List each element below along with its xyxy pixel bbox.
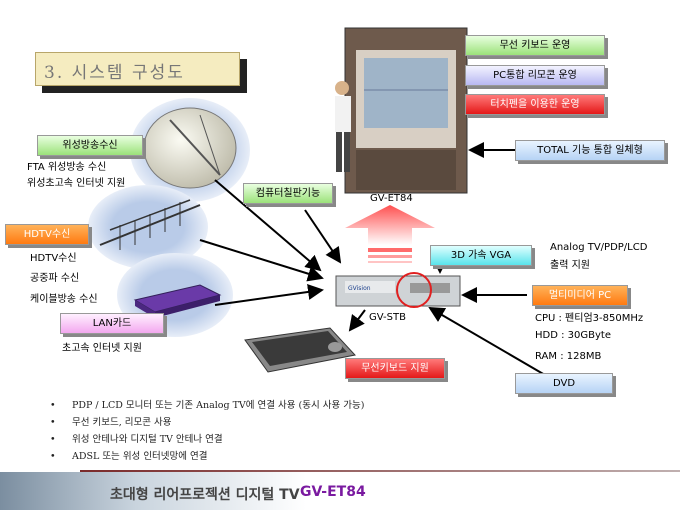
hdtv-recv-label: HDTV수신 xyxy=(30,253,77,264)
lan-tag: LAN카드 xyxy=(60,313,164,334)
feature-list: PDP / LCD 모니터 또는 기존 Analog TV에 연결 사용 (동시… xyxy=(50,400,410,468)
feature-item: 위성 안테나와 디지털 TV 안테나 연결 xyxy=(50,434,410,446)
analog-out-label-1: Analog TV/PDP/LCD xyxy=(550,242,648,253)
fta-label: FTA 위성방송 수신 xyxy=(27,162,107,173)
feature-item: PDP / LCD 모니터 또는 기존 Analog TV에 연결 사용 (동시… xyxy=(50,400,410,412)
gv-et84-label: GV-ET84 xyxy=(370,193,413,204)
stb-logo: GVision xyxy=(348,285,371,292)
touchpen-tag: 터치펜을 이용한 운영 xyxy=(465,94,605,115)
wireless-keyboard-tag: 무선키보드 지원 xyxy=(345,358,445,379)
ram-spec: RAM : 128MB xyxy=(535,351,602,362)
footer-bar xyxy=(0,472,680,510)
satellite-dish-image xyxy=(130,98,250,202)
analog-out-label-2: 출력 지원 xyxy=(550,260,590,271)
vga-tag: 3D 가속 VGA xyxy=(430,245,532,266)
footer-divider xyxy=(80,470,680,472)
hdtv-antenna-image xyxy=(88,185,208,269)
connection-arrows xyxy=(199,142,546,376)
hdtv-tag: HDTV수신 xyxy=(5,224,89,245)
gv-stb-label: GV-STB xyxy=(369,312,406,323)
computer-board-tag: 컴퓨터칠판기능 xyxy=(243,183,333,204)
feature-item: 무선 키보드, 리모콘 사용 xyxy=(50,417,410,429)
stb-box-image xyxy=(335,272,461,308)
wireless-keyboard-op-tag: 무선 키보드 운영 xyxy=(465,35,605,56)
sat-internet-label: 위성초고속 인터넷 지원 xyxy=(27,178,126,189)
satellite-tag: 위성방송수신 xyxy=(37,135,143,156)
cable-label: 케이블방송 수신 xyxy=(30,294,98,305)
pc-remote-tag: PC통합 리모콘 운영 xyxy=(465,65,605,86)
dvd-tag: DVD xyxy=(515,373,613,394)
total-tag: TOTAL 기능 통합 일체형 xyxy=(515,140,665,161)
page-title: 3. 시스템 구성도 xyxy=(35,52,240,86)
footer-model: GV-ET84 xyxy=(300,484,366,500)
multimedia-pc-tag: 멀티미디어 PC xyxy=(532,285,628,306)
highspeed-label: 초고속 인터넷 지원 xyxy=(62,343,142,354)
hdd-spec: HDD : 30GByte xyxy=(535,330,611,341)
keyboard-image xyxy=(244,327,356,373)
footer-title: 초대형 리어프로젝션 디지털 TV xyxy=(110,487,300,503)
up-arrow-image xyxy=(345,205,435,263)
air-label: 공중파 수신 xyxy=(30,273,80,284)
cpu-spec: CPU : 펜티엄3-850MHz xyxy=(535,313,644,324)
feature-item: ADSL 또는 위성 인터넷망에 연결 xyxy=(50,451,410,463)
projection-tv-image xyxy=(335,27,468,194)
lan-card-image xyxy=(117,253,233,337)
